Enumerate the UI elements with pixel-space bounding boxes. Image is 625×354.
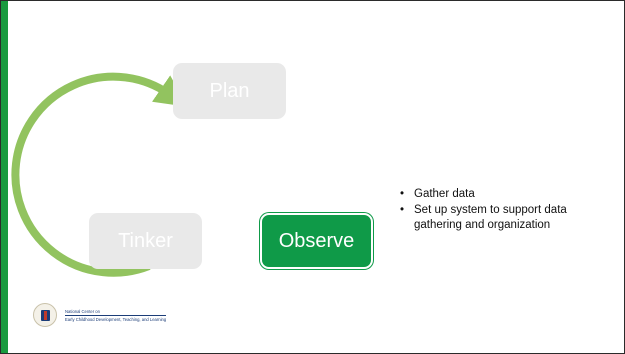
stage-plan-label: Plan: [209, 79, 250, 102]
seal-icon: [33, 303, 57, 327]
cycle-arrow: [11, 72, 188, 277]
logo-text: National Center on Early Childhood Devel…: [65, 308, 167, 323]
stage-observe-label: Observe: [278, 229, 355, 252]
stage-tinker: Tinker: [89, 213, 202, 269]
stage-tinker-label: Tinker: [118, 229, 173, 252]
logo-line-2: Early Childhood Development, Teaching, a…: [65, 314, 167, 322]
bullet-text: Set up system to support data gathering …: [414, 204, 567, 231]
bullet-dot-icon: •: [400, 204, 405, 216]
stage-plan: Plan: [173, 63, 286, 119]
bullet-text: Gather data: [414, 188, 475, 200]
stage-observe: Observe: [260, 213, 373, 269]
logo-line-1: National Center on: [65, 308, 100, 314]
bullet-item: • Gather data: [399, 187, 599, 202]
bullet-item: • Set up system to support data gatherin…: [399, 203, 599, 233]
bullet-dot-icon: •: [400, 188, 405, 200]
accent-bar: [1, 1, 8, 353]
bullet-list: • Gather data • Set up system to support…: [399, 187, 599, 234]
organization-logo: National Center on Early Childhood Devel…: [33, 303, 167, 327]
